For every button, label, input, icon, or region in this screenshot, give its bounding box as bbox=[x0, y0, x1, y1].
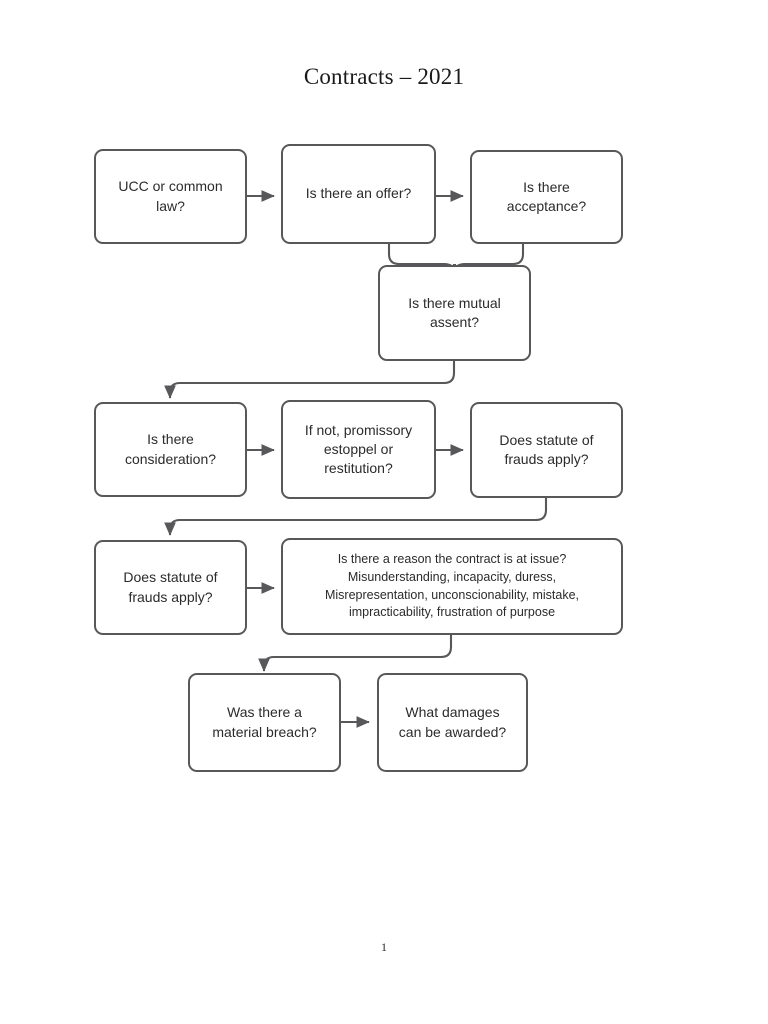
node-line: Does statute of bbox=[499, 431, 594, 448]
node-line: consideration? bbox=[124, 450, 217, 467]
node-line: Is there bbox=[147, 431, 194, 448]
node-line: UCC or common bbox=[118, 178, 223, 195]
node-line: Is there mutual bbox=[408, 294, 501, 311]
flow-node-is-there-an-offer[interactable]: Is there an offer? bbox=[281, 144, 436, 244]
page-title: Contracts – 2021 bbox=[303, 64, 465, 89]
node-line: Is there an offer? bbox=[305, 185, 412, 202]
edge-n4-n5 bbox=[164, 361, 456, 399]
node-line: law? bbox=[156, 197, 185, 214]
node-line: material breach? bbox=[212, 723, 317, 740]
node-line: If not, promissory bbox=[304, 421, 413, 438]
node-line: acceptance? bbox=[506, 198, 587, 214]
node-line: assent? bbox=[429, 314, 480, 330]
flow-node-what-damages[interactable]: What damages can be awarded? bbox=[377, 673, 528, 772]
node-line: Is there a reason the contract is at iss… bbox=[337, 552, 567, 566]
node-line: Does statute of bbox=[123, 569, 218, 586]
flow-node-statute-of-frauds-row3[interactable]: Does statute of frauds apply? bbox=[470, 402, 623, 498]
edge-n9-n10 bbox=[258, 635, 453, 672]
node-line: Is there bbox=[523, 178, 570, 195]
node-line: Misunderstanding, incapacity, duress, bbox=[347, 569, 557, 584]
flow-node-promissory-estoppel-or-restitution[interactable]: If not, promissory estoppel or restituti… bbox=[281, 400, 436, 499]
flow-node-is-there-consideration[interactable]: Is there consideration? bbox=[94, 402, 247, 497]
node-line: Was there a bbox=[227, 704, 302, 721]
node-line: Misrepresentation, unconscionability, mi… bbox=[324, 587, 580, 602]
flow-node-ucc-or-common-law[interactable]: UCC or common law? bbox=[94, 149, 247, 244]
node-line: restitution? bbox=[324, 460, 393, 477]
node-line: impracticability, frustration of purpose bbox=[348, 605, 556, 620]
node-line: frauds apply? bbox=[128, 588, 213, 605]
node-line: estoppel or bbox=[323, 440, 394, 457]
flow-node-material-breach[interactable]: Was there a material breach? bbox=[188, 673, 341, 772]
flow-node-reason-contract-at-issue[interactable]: Is there a reason the contract is at iss… bbox=[281, 538, 623, 635]
flow-node-is-there-acceptance[interactable]: Is there acceptance? bbox=[470, 150, 623, 244]
flow-node-statute-of-frauds-row4[interactable]: Does statute of frauds apply? bbox=[94, 540, 247, 635]
node-line: frauds apply? bbox=[504, 451, 589, 467]
page-number: 1 bbox=[381, 940, 387, 954]
edge-n7-n8 bbox=[164, 498, 548, 536]
node-line: What damages bbox=[405, 704, 500, 721]
flow-node-is-there-mutual-assent[interactable]: Is there mutual assent? bbox=[378, 265, 531, 361]
node-line: can be awarded? bbox=[398, 723, 507, 740]
